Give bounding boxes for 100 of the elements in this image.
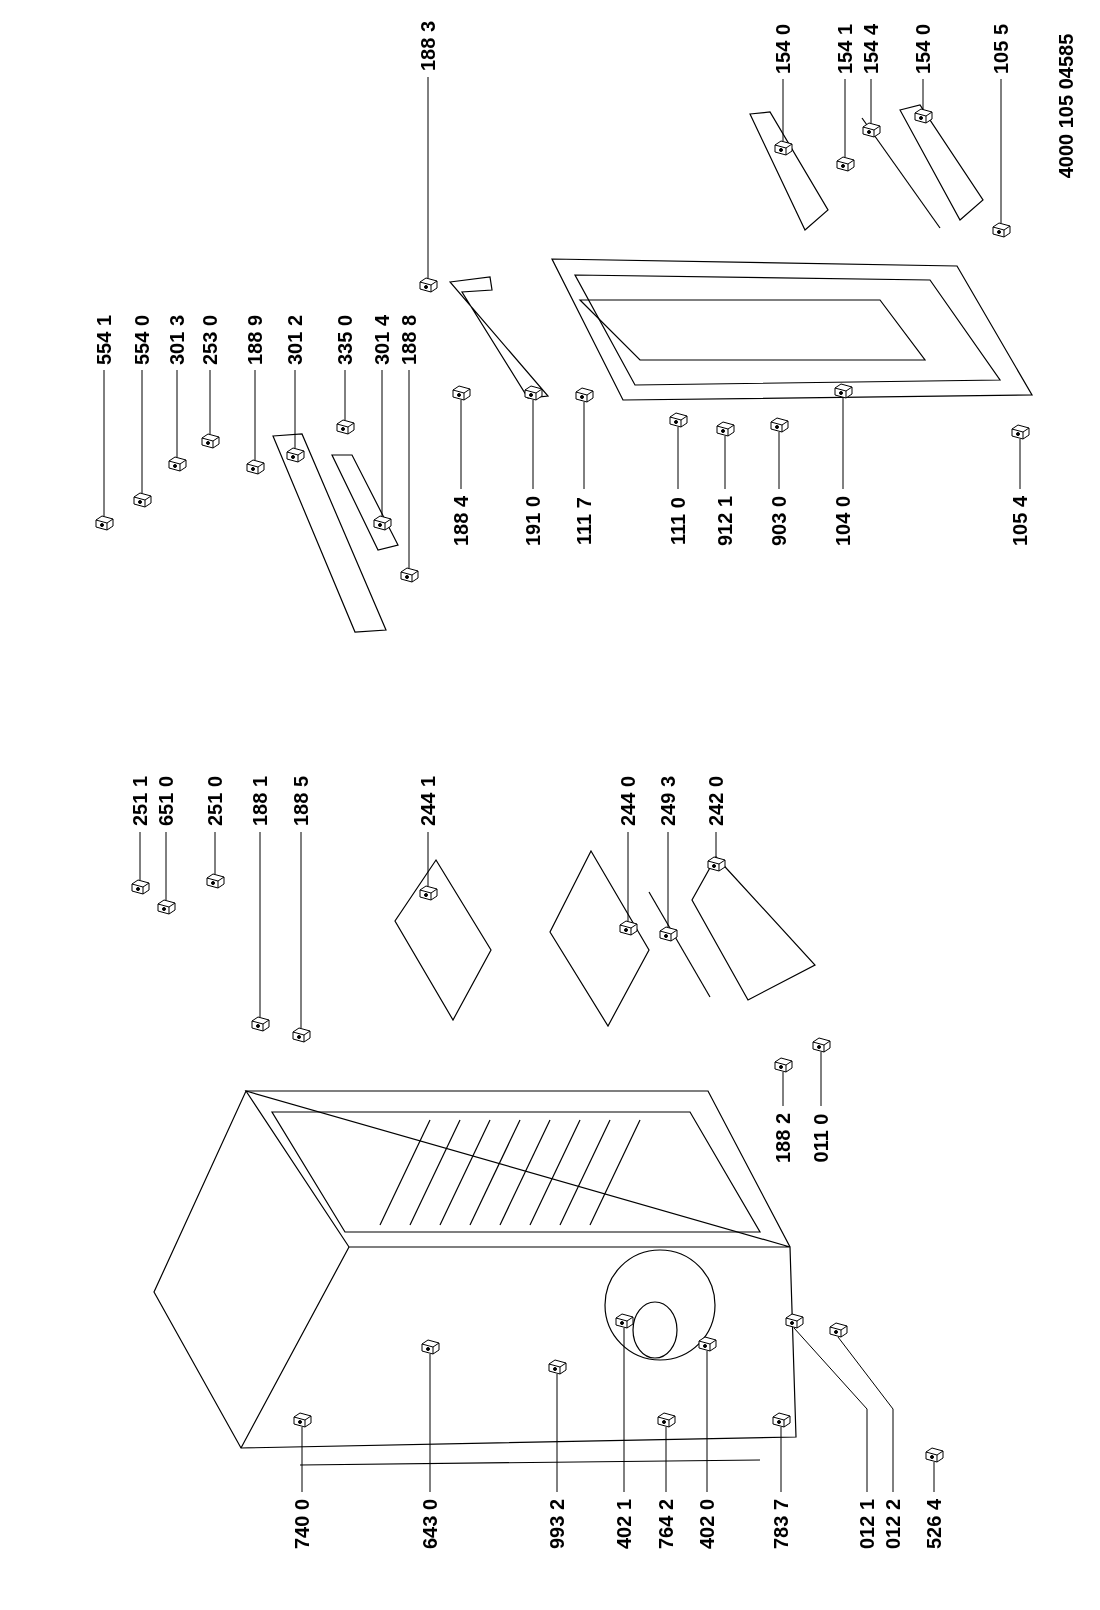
part-drawing	[829, 1322, 848, 1338]
part-drawing	[659, 926, 678, 942]
part-drawing	[373, 515, 392, 531]
leader-line	[344, 369, 346, 421]
leader-line	[780, 1426, 782, 1493]
callout-number: 301 2	[284, 314, 306, 366]
leader-line	[820, 1051, 822, 1107]
part-drawing	[1011, 424, 1030, 440]
leader-line	[1000, 78, 1002, 224]
callout-number: 188 8	[398, 314, 420, 366]
part-drawing	[452, 385, 471, 401]
callout-number: 154 0	[912, 23, 934, 75]
part-drawing	[657, 1412, 676, 1428]
part-drawing	[95, 515, 114, 531]
callout-number: 301 4	[371, 314, 393, 366]
callout-number: 251 1	[129, 775, 151, 826]
callout-number: 111 0	[667, 496, 689, 545]
part-drawing	[862, 122, 881, 138]
part-drawing	[419, 277, 438, 293]
leader-line	[141, 369, 143, 494]
part-drawing	[785, 1313, 804, 1329]
part-drawing	[131, 879, 150, 895]
callout-number: 188 1	[249, 775, 271, 826]
leader-line	[209, 369, 211, 435]
leader-line	[922, 78, 924, 110]
callout-number: 104 0	[832, 495, 854, 546]
callout-number: 651 0	[155, 775, 177, 826]
leader-line	[176, 369, 178, 458]
part-drawing	[419, 885, 438, 901]
part-drawing	[400, 567, 419, 583]
part-drawing	[774, 140, 793, 156]
leader-line	[837, 1336, 894, 1493]
part-drawing	[292, 1027, 311, 1043]
part-drawing	[524, 385, 543, 401]
callout-number: 253 0	[199, 314, 221, 366]
part-drawing	[836, 156, 855, 172]
part-drawing	[615, 1313, 634, 1329]
leader-line	[429, 1353, 431, 1493]
part-drawing	[774, 1057, 793, 1073]
callout-number: 188 4	[450, 495, 472, 546]
part-drawing	[168, 456, 187, 472]
part-drawing	[914, 108, 933, 124]
callout-number: 402 0	[696, 1498, 718, 1550]
callout-number: 242 0	[705, 775, 727, 826]
leader-line	[301, 1426, 303, 1493]
leader-line	[103, 369, 105, 517]
part-drawing	[698, 1336, 717, 1352]
callout-number: 643 0	[419, 1498, 441, 1550]
leader-line	[933, 1461, 935, 1493]
leader-line	[300, 831, 302, 1029]
callout-number: 993 2	[546, 1498, 568, 1550]
part-drawing	[707, 856, 726, 872]
callout-number: 154 4	[860, 23, 882, 75]
leader-line	[556, 1373, 558, 1493]
part-drawing	[669, 412, 688, 428]
callout-number: 554 0	[131, 314, 153, 366]
callout-number: 111 7	[573, 496, 595, 545]
callout-number: 740 0	[291, 1498, 313, 1550]
callout-number: 012 2	[882, 1498, 904, 1550]
part-drawing	[925, 1447, 944, 1463]
part-drawing	[157, 899, 176, 915]
leader-line	[254, 369, 256, 461]
leader-line	[706, 1350, 708, 1493]
leader-line	[677, 426, 679, 490]
leader-line	[623, 1327, 625, 1493]
leader-line	[165, 831, 167, 901]
leader-line	[665, 1426, 667, 1493]
leader-line	[427, 831, 429, 887]
callout-number: 188 9	[244, 314, 266, 366]
callout-number: 526 4	[923, 1498, 945, 1550]
leader-line	[782, 1071, 784, 1107]
callout-number: 301 3	[166, 314, 188, 366]
callout-number: 783 7	[770, 1498, 792, 1550]
leader-line	[532, 399, 534, 490]
leader-line	[259, 831, 261, 1018]
part-drawing	[336, 419, 355, 435]
leader-line	[139, 831, 141, 881]
drawing-number: 4000 105 04585	[1055, 33, 1077, 178]
leader-line	[842, 397, 844, 490]
part-drawing	[206, 873, 225, 889]
part-drawing	[286, 447, 305, 463]
part-drawing	[716, 421, 735, 437]
leader-line	[870, 78, 872, 124]
callout-number: 764 2	[655, 1498, 677, 1550]
leader-line	[844, 78, 846, 158]
callout-number: 249 3	[657, 775, 679, 826]
part-drawing	[834, 383, 853, 399]
leader-line	[627, 831, 629, 922]
leader-line	[715, 831, 717, 858]
part-drawing	[772, 1412, 791, 1428]
callout-number: 912 1	[714, 495, 736, 546]
part-drawing	[246, 459, 265, 475]
part-drawing	[293, 1412, 312, 1428]
callout-number: 244 1	[417, 775, 439, 826]
leader-line	[214, 831, 216, 875]
leader-line	[1019, 438, 1021, 490]
leader-line	[294, 369, 296, 449]
callout-number: 154 1	[834, 23, 856, 75]
part-drawing	[421, 1339, 440, 1355]
callout-number: 105 5	[990, 23, 1012, 75]
